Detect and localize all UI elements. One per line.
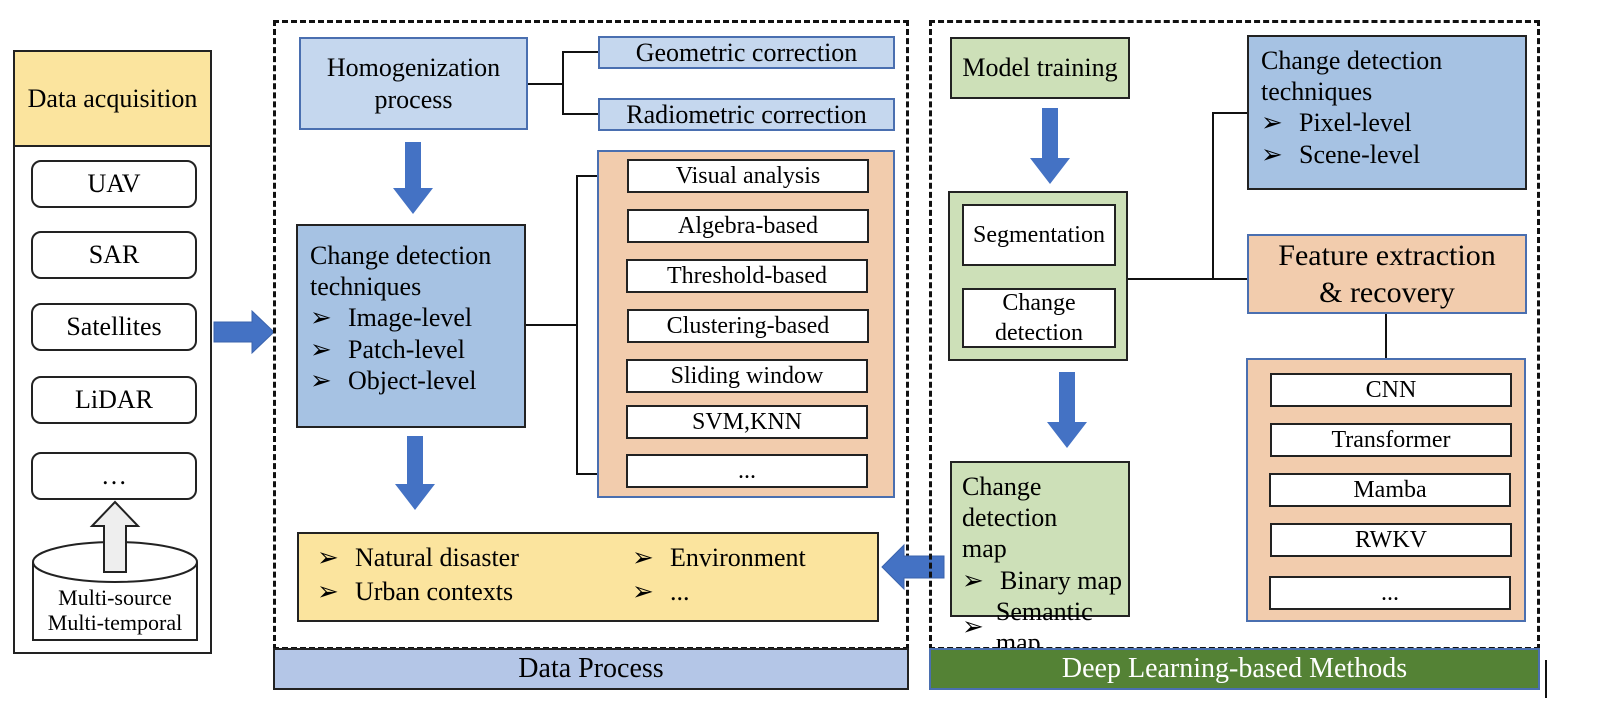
up-arrow-icon: [89, 500, 141, 573]
dl-cd-technique-label: Scene-level: [1299, 139, 1421, 169]
connector-line: [562, 51, 564, 115]
left-arrow-icon: [881, 543, 945, 591]
method-item: ...: [626, 454, 868, 488]
connector-line: [576, 175, 578, 475]
method-item: Clustering-based: [627, 309, 869, 343]
data-process-footer: Data Process: [273, 648, 909, 690]
application-item: ➢ ...: [632, 576, 690, 607]
source-uav: UAV: [31, 160, 197, 208]
architecture-item: Mamba: [1269, 473, 1511, 507]
method-item: Algebra-based: [627, 209, 869, 243]
connector-line: [562, 51, 598, 53]
homogenization-line2: process: [374, 84, 453, 114]
application-item: ➢ Natural disaster: [317, 542, 519, 573]
cd-techniques-title-line1: Change detection: [310, 241, 492, 270]
architecture-item: CNN: [1270, 373, 1512, 407]
down-arrow-icon: [393, 142, 433, 214]
cd-map-item: ➢ Binary map: [962, 565, 1128, 596]
cd-techniques-title-line2: techniques: [310, 272, 422, 302]
dl-cd-technique-label: Pixel-level: [1299, 108, 1412, 138]
bullet-arrow-icon: ➢: [632, 543, 654, 572]
cd-technique-label: Image-level: [348, 303, 473, 333]
source-more: …: [31, 452, 197, 500]
bullet-arrow-icon: ➢: [317, 543, 339, 572]
down-arrow-icon: [1030, 108, 1070, 184]
application-label: Environment: [670, 543, 806, 572]
bullet-arrow-icon: ➢: [317, 577, 339, 606]
bullet-arrow-icon: ➢: [1261, 108, 1283, 138]
cd-technique-label: Object-level: [348, 365, 477, 395]
bullet-arrow-icon: ➢: [1261, 139, 1283, 169]
cd-technique-item: ➢ Patch-level: [310, 334, 524, 365]
model-training-box: Model training: [950, 37, 1130, 99]
cd-map-title-line2: map: [962, 534, 1007, 564]
feature-extraction-line1: Feature extraction: [1278, 238, 1496, 272]
applications-box: ➢ Natural disaster ➢ Urban contexts ➢ En…: [297, 532, 879, 622]
source-sar: SAR: [31, 231, 197, 279]
source-lidar: LiDAR: [31, 376, 197, 424]
database-label-line2: Multi-temporal: [47, 610, 183, 636]
method-item: Threshold-based: [626, 259, 868, 293]
bullet-arrow-icon: ➢: [962, 565, 984, 595]
connector-line: [576, 473, 598, 475]
architecture-item: ...: [1269, 576, 1511, 610]
radiometric-correction-box: Radiometric correction: [598, 98, 895, 131]
connector-line: [1212, 112, 1248, 114]
application-item: ➢ Environment: [632, 542, 806, 573]
right-arrow-icon: [213, 309, 275, 355]
application-label: ...: [670, 577, 690, 606]
feature-extraction-line2: & recovery: [1319, 276, 1455, 309]
connector-line: [528, 83, 564, 85]
method-item: SVM,KNN: [626, 405, 868, 439]
connector-line: [1128, 278, 1248, 280]
connector-line: [526, 324, 578, 326]
data-acquisition-title: Data acquisition: [13, 50, 212, 147]
source-satellites: Satellites: [31, 303, 197, 351]
cd-map-box: Change detection map ➢ Binary map ➢ Sema…: [950, 461, 1130, 657]
cd-map-title-line1: Change detection: [962, 472, 1058, 533]
method-item: Sliding window: [626, 359, 868, 393]
geometric-correction-box: Geometric correction: [598, 36, 895, 69]
task-change-detection: Change detection: [962, 288, 1116, 348]
down-arrow-icon: [395, 436, 435, 510]
connector-line: [1212, 112, 1214, 280]
database-label: Multi-source Multi-temporal: [31, 585, 199, 636]
dl-cd-techniques-box: Change detection techniques ➢ Pixel-leve…: [1247, 35, 1527, 190]
down-arrow-icon: [1047, 372, 1087, 448]
application-item: ➢ Urban contexts: [317, 576, 513, 607]
database-label-line1: Multi-source: [58, 585, 172, 610]
homogenization-line1: Homogenization: [326, 53, 501, 83]
architecture-item: RWKV: [1270, 523, 1512, 557]
dl-cd-technique-item: ➢ Pixel-level: [1261, 107, 1525, 138]
application-label: Urban contexts: [355, 577, 514, 606]
bullet-arrow-icon: ➢: [310, 365, 332, 395]
dl-cd-techniques-title-line1: Change detection: [1261, 46, 1443, 75]
connector-line: [1385, 314, 1387, 358]
cd-map-label: Binary map: [1000, 565, 1123, 595]
divider-line: [1545, 660, 1547, 698]
feature-extraction-box: Feature extraction & recovery: [1247, 234, 1527, 314]
bullet-arrow-icon: ➢: [310, 334, 332, 364]
method-item: Visual analysis: [627, 159, 869, 193]
cd-technique-label: Patch-level: [348, 334, 465, 364]
connector-line: [576, 175, 598, 177]
dl-cd-technique-item: ➢ Scene-level: [1261, 139, 1525, 170]
bullet-arrow-icon: ➢: [962, 612, 984, 642]
cd-techniques-box: Change detection techniques ➢ Image-leve…: [296, 224, 526, 428]
cd-technique-item: ➢ Image-level: [310, 302, 524, 333]
task-segmentation: Segmentation: [962, 204, 1116, 266]
connector-line: [562, 113, 598, 115]
dl-cd-techniques-title-line2: techniques: [1261, 77, 1373, 107]
bullet-arrow-icon: ➢: [310, 303, 332, 333]
deep-learning-footer: Deep Learning-based Methods: [929, 648, 1540, 690]
cd-technique-item: ➢ Object-level: [310, 365, 524, 396]
application-label: Natural disaster: [355, 543, 519, 572]
architecture-item: Transformer: [1270, 423, 1512, 457]
bullet-arrow-icon: ➢: [632, 577, 654, 606]
homogenization-box: Homogenization process: [299, 37, 528, 130]
